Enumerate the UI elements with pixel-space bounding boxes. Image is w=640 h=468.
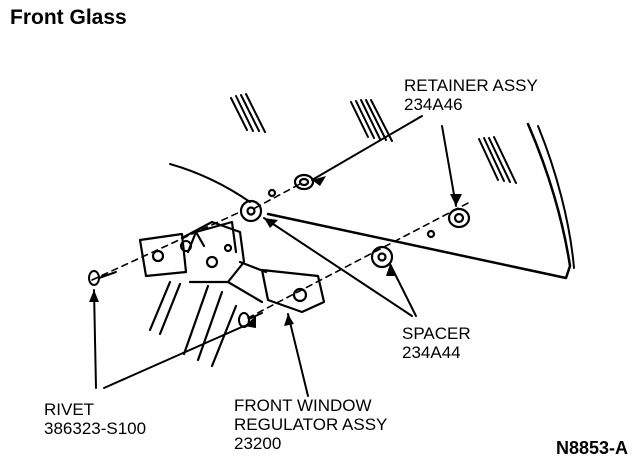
lower-spacer bbox=[370, 245, 394, 269]
lower-retainer bbox=[426, 207, 471, 239]
spacer-part-number: 234A44 bbox=[402, 343, 461, 362]
regulator-bracket bbox=[138, 220, 326, 368]
arrow-heads bbox=[89, 176, 462, 328]
spacer-name: SPACER bbox=[402, 324, 471, 343]
assembly-lines bbox=[91, 183, 471, 319]
page-title: Front Glass bbox=[10, 6, 127, 29]
retainer-label: RETAINER ASSY 234A46 bbox=[404, 76, 538, 114]
leader-lines bbox=[93, 115, 457, 397]
glass-panel bbox=[230, 93, 575, 280]
door-frame-arc bbox=[169, 163, 251, 203]
regulator-name-line2: REGULATOR ASSY bbox=[234, 415, 388, 434]
rivet-part-number: 386323-S100 bbox=[44, 419, 147, 438]
regulator-label: FRONT WINDOW REGULATOR ASSY 23200 bbox=[234, 396, 387, 453]
retainer-part-number: 234A46 bbox=[404, 95, 463, 114]
rivet-label: RIVET 386323-S100 bbox=[44, 400, 146, 438]
upper-spacer bbox=[239, 199, 263, 223]
upper-retainer bbox=[267, 173, 315, 198]
rivet-name: RIVET bbox=[44, 400, 95, 419]
bracket-rivet bbox=[180, 240, 192, 252]
regulator-part-number: 23200 bbox=[234, 434, 282, 453]
regulator-name-line1: FRONT WINDOW bbox=[234, 396, 372, 415]
rivet-upper bbox=[88, 270, 117, 286]
spacer-label: SPACER 234A44 bbox=[402, 324, 471, 362]
retainer-name: RETAINER ASSY bbox=[404, 76, 538, 95]
figure-id: N8853-A bbox=[555, 438, 628, 458]
